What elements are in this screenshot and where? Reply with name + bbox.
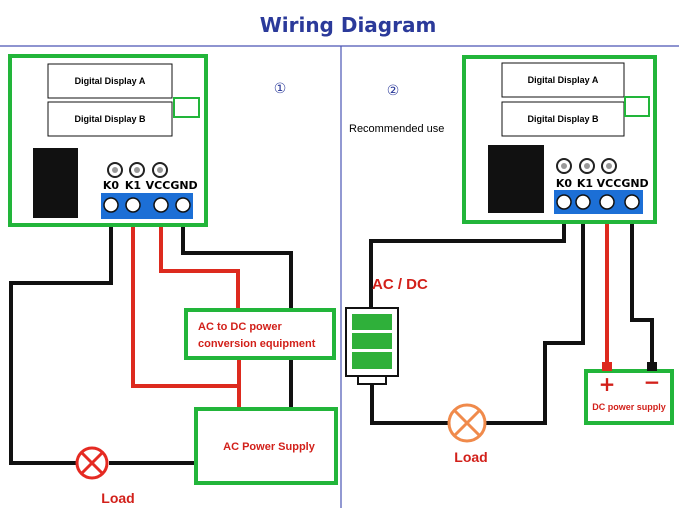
button-k0-core bbox=[561, 163, 567, 169]
diagram-title: Wiring Diagram bbox=[260, 13, 437, 37]
pin-k1-label: K1 bbox=[577, 177, 593, 190]
ac-power-supply bbox=[194, 407, 338, 485]
button-row bbox=[107, 162, 168, 178]
dc-negative-terminal bbox=[647, 362, 657, 371]
dc-positive-terminal bbox=[602, 362, 612, 371]
display-a bbox=[501, 62, 625, 98]
minus-sign: − bbox=[644, 370, 661, 394]
relay-block bbox=[488, 145, 544, 213]
board-led bbox=[624, 96, 650, 117]
ac-supply-label: AC Power Supply bbox=[223, 441, 316, 453]
button-k1-core bbox=[134, 167, 140, 173]
display-b-label: Digital Display B bbox=[74, 114, 146, 124]
display-a bbox=[47, 63, 173, 99]
pin-vcc-label: VCC bbox=[146, 179, 171, 192]
terminal-gnd bbox=[624, 194, 640, 210]
terminal-k1 bbox=[125, 197, 141, 213]
display-b bbox=[47, 101, 173, 137]
pin-k0-label: K0 bbox=[103, 179, 120, 192]
panel2-marker: ② bbox=[387, 83, 400, 99]
load-lamp-icon bbox=[447, 403, 487, 443]
battery-to-load-wire bbox=[370, 382, 448, 425]
dc-supply-label: DC power supply bbox=[592, 402, 666, 412]
pin-vcc-label: VCC bbox=[597, 177, 622, 190]
display-b bbox=[501, 101, 625, 137]
panel-1: Digital Display A Digital Display B K0 K… bbox=[8, 54, 338, 506]
button-k1-core bbox=[584, 163, 590, 169]
pin-gnd-label: GND bbox=[621, 177, 648, 190]
load-to-k1-wire bbox=[486, 202, 585, 425]
battery-icon bbox=[345, 307, 399, 385]
terminal-gnd bbox=[175, 197, 191, 213]
converter-label-line2: conversion equipment bbox=[198, 338, 316, 350]
converter-label-line1: AC to DC power bbox=[198, 321, 282, 333]
pin-k0-label: K0 bbox=[556, 177, 573, 190]
k1-wire bbox=[131, 205, 239, 388]
pin-k1-label: K1 bbox=[125, 179, 141, 192]
dc-power-supply bbox=[584, 369, 674, 425]
gnd-wire bbox=[630, 202, 654, 363]
terminal-vcc bbox=[153, 197, 169, 213]
panel1-marker: ① bbox=[274, 81, 287, 97]
display-a-label: Digital Display A bbox=[528, 75, 599, 85]
terminal-k1 bbox=[575, 194, 591, 210]
panel1-wires bbox=[9, 205, 293, 465]
button-vcc-core bbox=[157, 167, 163, 173]
pin-gnd-label: GND bbox=[170, 179, 197, 192]
terminal-vcc bbox=[599, 194, 615, 210]
acdc-label: AC / DC bbox=[372, 276, 428, 293]
button-row bbox=[556, 158, 617, 174]
recommended-use-note: Recommended use bbox=[349, 123, 444, 135]
panel1-load-label: Load bbox=[101, 490, 134, 506]
panel-2: Digital Display A Digital Display B K0 K… bbox=[345, 55, 674, 465]
gnd-wire bbox=[181, 205, 293, 308]
vcc-wire bbox=[159, 205, 240, 308]
panel2-load-label: Load bbox=[454, 449, 487, 465]
k0-wire bbox=[9, 205, 113, 465]
relay-block bbox=[33, 148, 78, 218]
button-vcc-core bbox=[606, 163, 612, 169]
terminal-k0 bbox=[103, 197, 119, 213]
load-lamp-icon bbox=[75, 446, 109, 480]
terminal-k0 bbox=[556, 194, 572, 210]
ac-dc-converter bbox=[184, 308, 336, 360]
button-k0-core bbox=[112, 167, 118, 173]
board-led bbox=[173, 97, 200, 118]
plus-sign: + bbox=[599, 372, 616, 396]
display-b-label: Digital Display B bbox=[527, 114, 599, 124]
display-a-label: Digital Display A bbox=[75, 76, 146, 86]
